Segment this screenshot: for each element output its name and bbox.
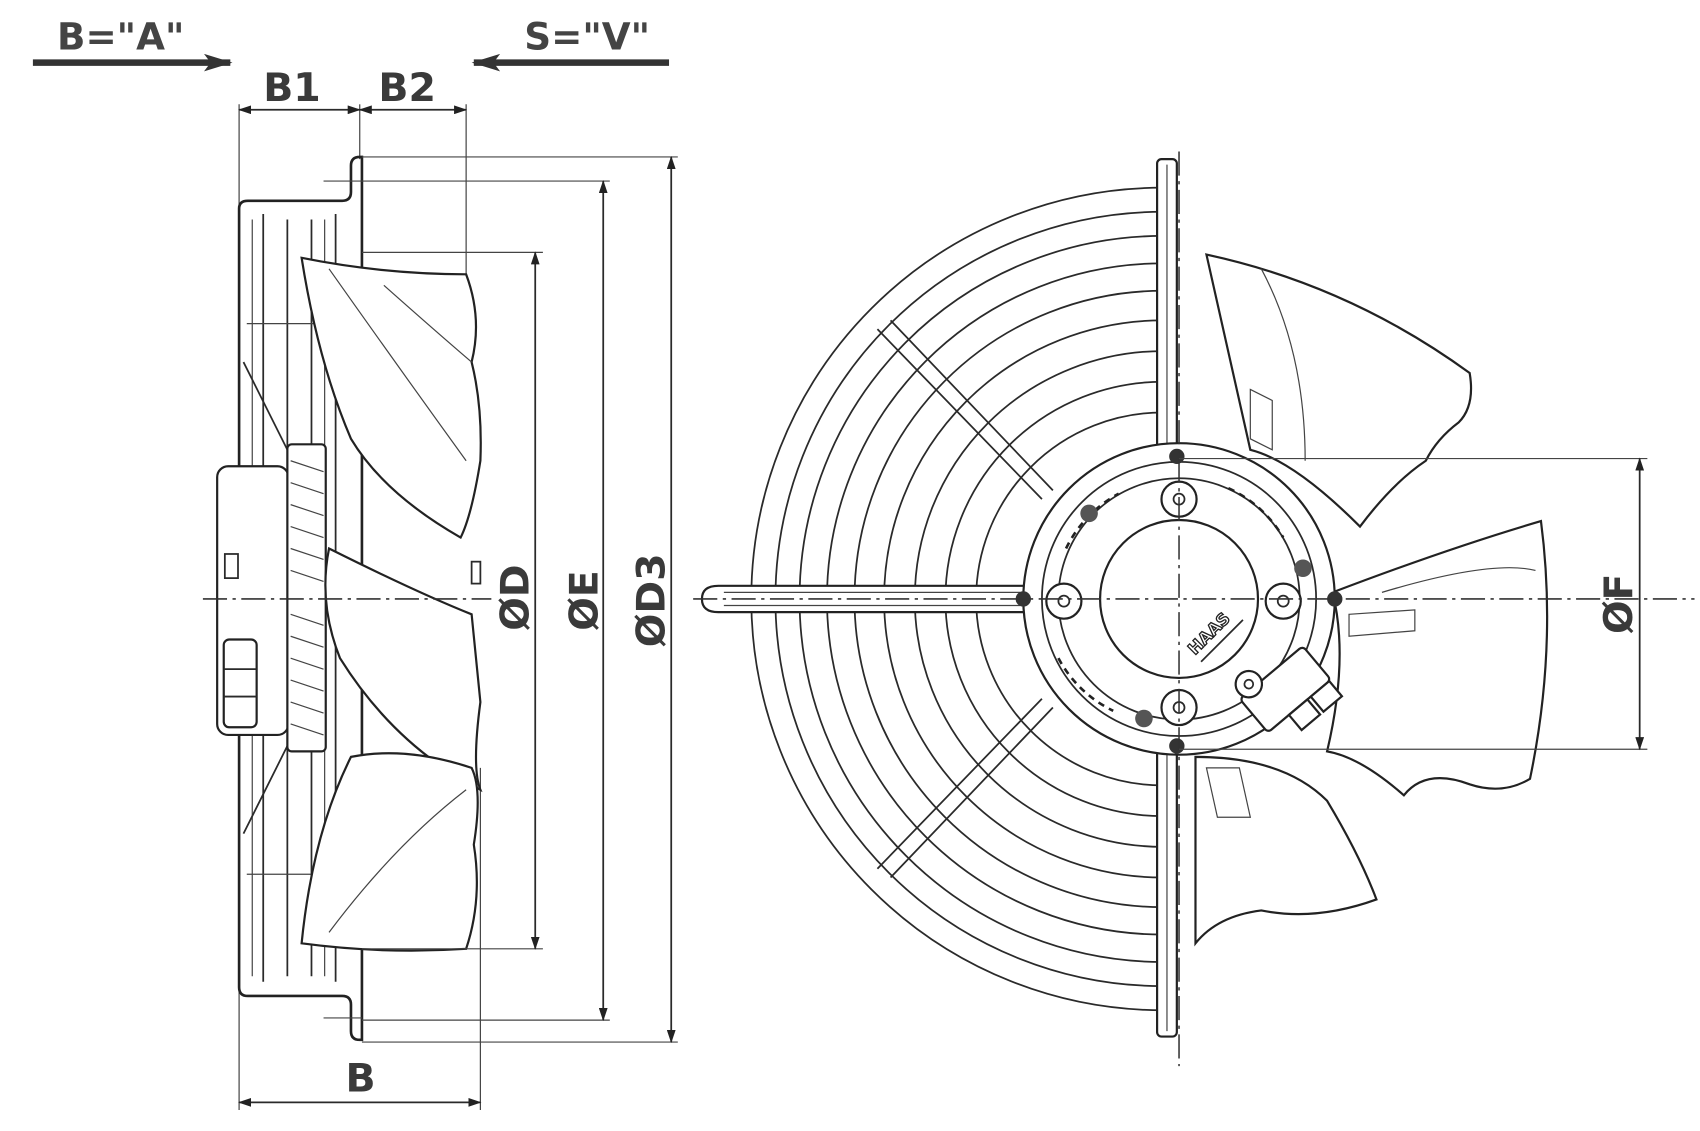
terminal-box: [1234, 646, 1344, 732]
side-view: B1 B2 B: [202, 65, 492, 1111]
diameter-dimensions: ØD ØE ØD3: [361, 155, 678, 1044]
blowing-direction: B="A": [32, 14, 233, 72]
cable-gland: [222, 638, 258, 729]
suction-direction: S="V": [471, 14, 670, 72]
e-label: ØE: [562, 570, 608, 631]
b1-label: B1: [263, 65, 321, 111]
front-view: HAAS ØF: [693, 151, 1695, 1067]
blowing-label: B="A": [57, 14, 184, 58]
f-label: ØF: [1596, 574, 1642, 635]
d-label: ØD: [493, 564, 539, 630]
b-label: B: [345, 1055, 375, 1101]
blade-middle: [324, 546, 483, 793]
front-blade-right: [1325, 519, 1549, 797]
blade-upper: [300, 256, 482, 540]
front-blade-bottom: [1194, 755, 1378, 947]
d3-label: ØD3: [629, 553, 675, 647]
b2-label: B2: [378, 65, 436, 111]
suction-label: S="V": [524, 14, 650, 58]
blade-lower: [300, 752, 479, 952]
